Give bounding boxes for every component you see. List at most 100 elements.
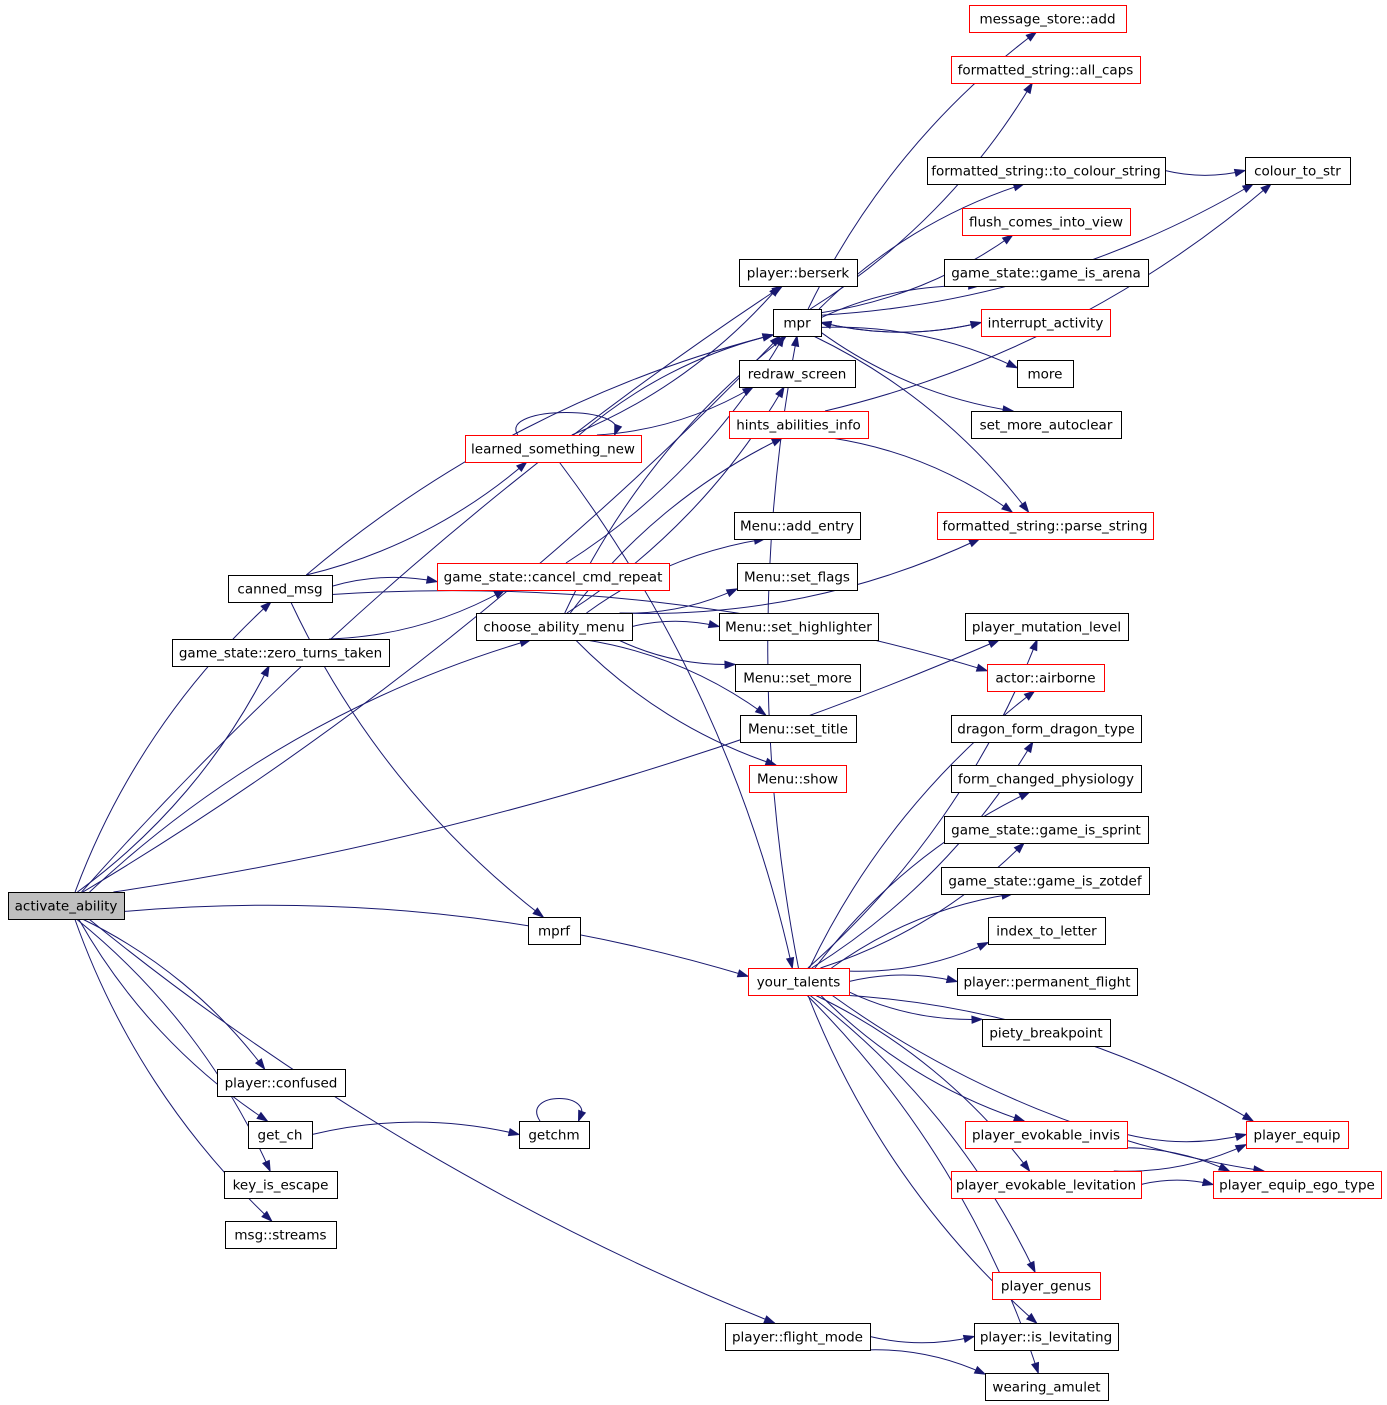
node-msg-streams[interactable]: msg::streams [225,1221,337,1249]
node-choose-ability-menu-box [476,613,633,641]
edge-activate-ability-to-player-mutation-level-arrowhead [987,639,1001,649]
node-player-equip-ego-type[interactable]: player_equip_ego_type [1213,1171,1382,1199]
node-hints-abilities-info-label: hints_abilities_info [736,418,861,434]
node-getchm-box [519,1121,590,1149]
node-game-is-sprint-label: game_state::game_is_sprint [951,823,1141,839]
node-game-is-zotdef[interactable]: game_state::game_is_zotdef [941,867,1150,895]
node-form-changed-physiology[interactable]: form_changed_physiology [951,765,1142,793]
node-interrupt-activity[interactable]: interrupt_activity [981,309,1111,337]
node-player-genus-box [992,1272,1101,1300]
edge-learned-something-new-to-your-talents [558,461,795,970]
node-flight-mode[interactable]: player::flight_mode [725,1323,871,1351]
node-menu-set-flags-box [737,563,858,591]
node-player-berserk[interactable]: player::berserk [739,259,858,287]
node-activate-ability[interactable]: activate_ability [8,892,125,920]
node-get-ch[interactable]: get_ch [248,1121,313,1149]
node-is-levitating[interactable]: player::is_levitating [974,1323,1119,1351]
node-fs-parse-string[interactable]: formatted_string::parse_string [937,512,1154,540]
edge-learned-something-new-to-your-talents-line [558,461,793,969]
node-hints-abilities-info[interactable]: hints_abilities_info [729,411,869,439]
edge-canned-msg-to-learned-something-new-line [306,461,528,576]
node-flight-mode-label: player::flight_mode [732,1330,863,1346]
node-player-equip-box [1246,1121,1349,1149]
node-cancel-cmd-repeat[interactable]: game_state::cancel_cmd_repeat [437,563,670,591]
node-key-is-escape[interactable]: key_is_escape [224,1171,338,1199]
node-more[interactable]: more [1017,360,1074,388]
node-getchm[interactable]: getchm [519,1121,590,1149]
edge-mpr-to-fs-all-caps-arrowhead [1023,81,1034,95]
node-choose-ability-menu[interactable]: choose_ability_menu [476,613,633,641]
edge-activate-ability-to-flight-mode-arrowhead [763,1315,776,1324]
node-learned-something-new[interactable]: learned_something_new [465,435,642,463]
node-game-is-sprint[interactable]: game_state::game_is_sprint [944,816,1149,844]
node-fs-to-colour-string[interactable]: formatted_string::to_colour_string [927,157,1166,185]
node-message-store-add[interactable]: message_store::add [969,5,1127,33]
node-player-evokable-invis-box [965,1121,1128,1149]
node-canned-msg[interactable]: canned_msg [228,575,333,603]
edge-canned-msg-to-actor-airborne-line [331,590,988,672]
node-menu-set-flags[interactable]: Menu::set_flags [737,563,858,591]
node-mpr[interactable]: mpr [773,309,822,337]
edge-canned-msg-to-learned-something-new [306,461,528,576]
node-form-changed-physiology-box [951,765,1142,793]
edge-your-talents-to-form-changed-physiology-line [814,791,1030,969]
edge-activate-ability-to-your-talents [123,904,750,978]
edge-get-ch-to-getchm-line [311,1121,520,1135]
node-flight-mode-box [725,1323,871,1351]
edge-your-talents-to-form-changed-physiology-arrowhead [1018,791,1031,801]
edge-mpr-to-flush-comes-into-view-arrowhead [1001,234,1014,245]
node-player-equip[interactable]: player_equip [1246,1121,1349,1149]
node-player-genus[interactable]: player_genus [992,1272,1101,1300]
node-index-to-letter[interactable]: index_to_letter [988,917,1106,945]
edge-learned-something-new-to-learned-something-new [515,412,623,437]
edge-choose-ability-menu-to-menu-set-highlighter-arrowhead [707,619,721,629]
node-fs-all-caps[interactable]: formatted_string::all_caps [951,56,1141,84]
edge-choose-ability-menu-to-menu-add-entry-line [586,538,765,614]
node-player-mutation-level[interactable]: player_mutation_level [965,613,1129,641]
edge-zero-turns-taken-to-cancel-cmd-repeat-line [328,589,505,640]
edge-activate-ability-to-flight-mode-line [88,918,775,1324]
node-player-confused[interactable]: player::confused [217,1069,346,1097]
node-set-more-autoclear[interactable]: set_more_autoclear [971,411,1122,439]
node-mprf[interactable]: mprf [528,917,581,945]
node-player-evokable-levitation[interactable]: player_evokable_levitation [951,1171,1142,1199]
edge-activate-ability-to-player-berserk-line [81,285,783,893]
node-wearing-amulet[interactable]: wearing_amulet [985,1373,1109,1401]
node-menu-show[interactable]: Menu::show [749,765,847,793]
node-permanent-flight[interactable]: player::permanent_flight [957,968,1138,996]
node-actor-airborne[interactable]: actor::airborne [987,664,1105,692]
node-redraw-screen[interactable]: redraw_screen [739,360,856,388]
node-mpr-box [773,309,822,337]
node-cancel-cmd-repeat-label: game_state::cancel_cmd_repeat [444,570,663,586]
node-player-evokable-invis[interactable]: player_evokable_invis [965,1121,1128,1149]
node-mprf-label: mprf [538,924,571,940]
edge-player-evokable-invis-to-player-equip-line [1126,1134,1247,1143]
node-colour-to-str[interactable]: colour_to_str [1245,157,1351,185]
node-piety-breakpoint[interactable]: piety_breakpoint [982,1019,1111,1047]
node-your-talents[interactable]: your_talents [748,968,850,996]
node-dragon-form-dragon-type-box [951,715,1142,743]
edge-mpr-to-colour-to-str-arrowhead [1241,183,1255,193]
edge-your-talents-to-player-evokable-levitation-arrowhead [1019,1160,1031,1173]
node-menu-set-highlighter[interactable]: Menu::set_highlighter [719,613,879,641]
node-dragon-form-dragon-type[interactable]: dragon_form_dragon_type [951,715,1142,743]
edge-getchm-to-getchm [536,1098,587,1123]
node-get-ch-box [248,1121,313,1149]
edge-activate-ability-to-get-ch-arrowhead [256,1111,269,1122]
edge-your-talents-to-player-evokable-invis-line [819,994,1025,1122]
edge-learned-something-new-to-mpr-line [578,334,774,436]
node-fs-all-caps-box [951,56,1141,84]
node-menu-add-entry[interactable]: Menu::add_entry [734,512,861,540]
node-game-is-arena[interactable]: game_state::game_is_arena [944,259,1149,287]
node-menu-set-more[interactable]: Menu::set_more [735,664,861,692]
edge-activate-ability-to-zero-turns-taken-arrowhead [260,664,270,678]
node-fs-to-colour-string-box [927,157,1166,185]
edge-activate-ability-to-player-mutation-level-line [113,639,1000,893]
node-flush-comes-into-view[interactable]: flush_comes_into_view [962,208,1131,236]
node-menu-set-highlighter-label: Menu::set_highlighter [725,620,872,636]
edge-choose-ability-menu-to-menu-set-more-arrowhead [724,660,737,669]
node-menu-set-title[interactable]: Menu::set_title [740,715,857,743]
node-zero-turns-taken[interactable]: game_state::zero_turns_taken [172,639,390,667]
edge-activate-ability-to-your-talents-arrowhead [736,969,750,978]
node-choose-ability-menu-label: choose_ability_menu [483,620,624,636]
